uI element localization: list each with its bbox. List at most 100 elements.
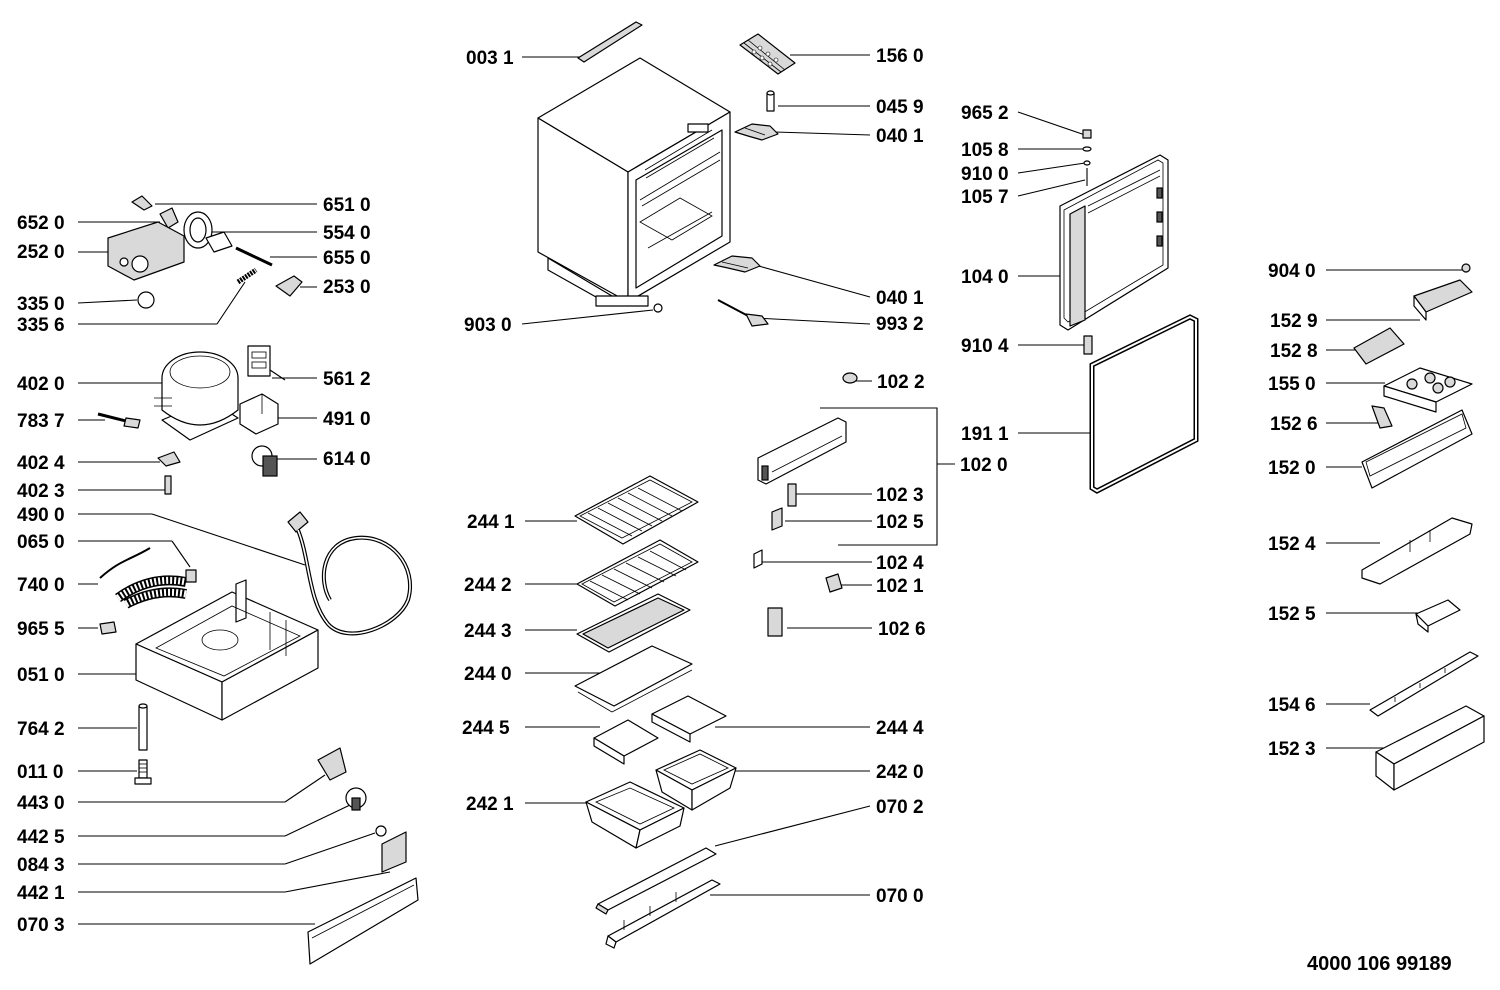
egg-rack-1550	[1383, 367, 1473, 413]
label-442-1: 442 1	[17, 883, 65, 904]
ice-tray	[739, 33, 796, 75]
label-102-2: 102 2	[877, 372, 925, 393]
label-154-6: 154 6	[1268, 695, 1316, 716]
label-244-3: 244 3	[464, 621, 512, 642]
kick-plate-upper	[595, 847, 717, 915]
document-number: 4000 106 99189	[1307, 953, 1452, 975]
label-011-0: 011 0	[17, 762, 64, 783]
hinge-pin	[766, 90, 775, 112]
label-904-0: 904 0	[1268, 261, 1316, 282]
wire-shelf-3	[576, 593, 691, 653]
cover-1528	[1353, 327, 1405, 365]
egg-cover-1529	[1413, 279, 1473, 321]
label-910-4: 910 4	[961, 336, 1009, 357]
label-152-8: 152 8	[1270, 341, 1318, 362]
wire-shelf-1	[574, 475, 699, 545]
label-252-0: 252 0	[17, 242, 65, 263]
label-993-2: 993 2	[876, 314, 924, 335]
label-105-7: 105 7	[961, 187, 1009, 208]
shelf-bracket-right	[651, 695, 727, 743]
shelf-bracket-left	[593, 719, 659, 765]
label-244-2: 244 2	[464, 575, 512, 596]
label-740-0: 740 0	[17, 575, 65, 596]
label-152-4: 152 4	[1268, 534, 1316, 555]
wire-shelf-2	[576, 539, 699, 607]
label-783-7: 783 7	[17, 411, 65, 432]
power-cord	[287, 511, 412, 636]
label-040-1-lower: 040 1	[876, 288, 924, 309]
bar-1546	[1369, 651, 1479, 717]
glass-shelf	[574, 645, 693, 713]
compressor	[154, 351, 239, 441]
door-bracket	[1083, 335, 1093, 355]
thermostat-capillary	[717, 299, 769, 327]
label-614-0: 614 0	[323, 449, 371, 470]
thermostat-knob	[842, 372, 858, 384]
label-244-4: 244 4	[876, 718, 924, 739]
relay-cover	[239, 393, 279, 435]
label-764-2: 764 2	[17, 719, 65, 740]
upper-hinge	[734, 123, 779, 141]
label-491-0: 491 0	[323, 409, 371, 430]
part-number-labels: 003 1 903 0 156 0 045 9 040 1 040 1 993 …	[17, 46, 1452, 975]
label-105-8: 105 8	[961, 140, 1009, 161]
relay	[247, 345, 286, 381]
label-965-2: 965 2	[961, 103, 1009, 124]
label-242-1: 242 1	[466, 794, 514, 815]
compressor-clips	[157, 451, 181, 495]
label-065-0: 065 0	[17, 532, 65, 553]
door-hinge-parts	[1082, 129, 1092, 186]
label-051-0: 051 0	[17, 665, 65, 686]
label-003-1: 003 1	[466, 48, 514, 69]
cap-904	[1461, 263, 1471, 273]
bar-1524	[1361, 517, 1473, 585]
leader-lines	[77, 54, 1462, 925]
bottle-shelf-1523	[1375, 705, 1485, 791]
label-152-0: 152 0	[1268, 458, 1316, 479]
label-102-3: 102 3	[876, 485, 924, 506]
clip-1526	[1371, 405, 1393, 429]
label-070-2: 070 2	[876, 797, 924, 818]
label-651-0: 651 0	[323, 195, 371, 216]
top-trim-strip	[577, 21, 643, 63]
kick-plate-lower	[605, 879, 721, 949]
label-655-0: 655 0	[323, 248, 371, 269]
foot-bolt	[99, 621, 117, 635]
label-070-3: 070 3	[17, 915, 65, 936]
lamp-components	[753, 483, 843, 637]
lamp-housing	[757, 417, 847, 485]
label-152-9: 152 9	[1270, 311, 1318, 332]
label-652-0: 652 0	[17, 213, 65, 234]
crisper-drawer-right	[655, 749, 737, 811]
label-244-1: 244 1	[467, 512, 515, 533]
label-253-0: 253 0	[323, 277, 371, 298]
label-070-0: 070 0	[876, 886, 924, 907]
label-244-5: 244 5	[462, 718, 510, 739]
label-244-0: 244 0	[464, 664, 512, 685]
label-102-4: 102 4	[876, 553, 924, 574]
filter-drier	[97, 412, 141, 429]
label-152-3: 152 3	[1268, 739, 1316, 760]
overload-protector	[251, 445, 278, 477]
foot-spacer	[138, 703, 148, 751]
label-442-5: 442 5	[17, 827, 65, 848]
screw-part	[653, 303, 663, 313]
label-102-6: 102 6	[878, 619, 926, 640]
label-156-0: 156 0	[876, 46, 924, 67]
holder-1525	[1415, 599, 1461, 633]
label-335-6: 335 6	[17, 315, 65, 336]
adjustable-foot	[134, 759, 152, 785]
crisper-drawer-left	[585, 781, 685, 849]
door-gasket	[1089, 314, 1199, 494]
label-242-0: 242 0	[876, 762, 924, 783]
label-903-0: 903 0	[464, 315, 512, 336]
label-084-3: 084 3	[17, 855, 65, 876]
label-965-5: 965 5	[17, 619, 65, 640]
label-490-0: 490 0	[17, 505, 65, 526]
label-554-0: 554 0	[323, 223, 371, 244]
label-402-0: 402 0	[17, 374, 65, 395]
label-152-5: 152 5	[1268, 604, 1316, 625]
label-045-9: 045 9	[876, 97, 924, 118]
lower-hinge	[713, 255, 761, 273]
